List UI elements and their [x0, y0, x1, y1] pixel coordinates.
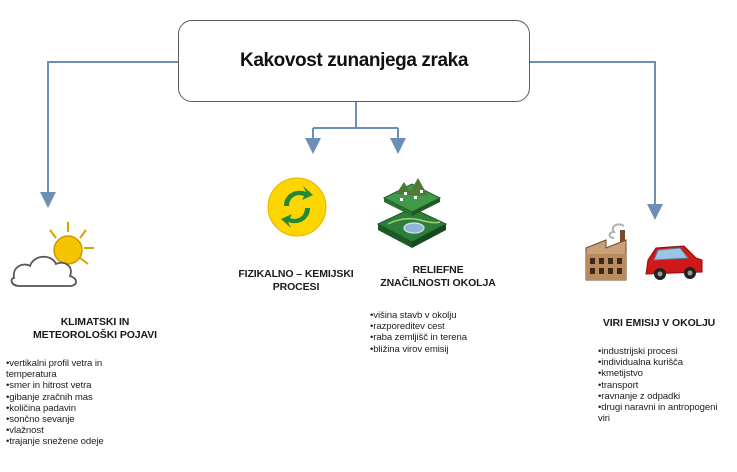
list-emissions: industrijski procesi individualna kurišč… — [598, 346, 718, 424]
list-item: gibanje zračnih mas — [6, 392, 138, 403]
list-item: smer in hitrost vetra — [6, 380, 138, 391]
list-item: količina padavin — [6, 403, 138, 414]
heading-line: KLIMATSKI IN — [60, 316, 130, 328]
list-climate: vertikalni profil vetra in temperatura s… — [6, 358, 138, 448]
heading-emissions: VIRI EMISIJ V OKOLJU — [584, 317, 734, 330]
sun-behind-cloud-icon — [10, 222, 94, 287]
list-item: bližina virov emisij — [370, 344, 520, 355]
list-item: razporeditev cest — [370, 321, 520, 332]
list-item: kmetijstvo — [598, 368, 718, 379]
terrain-map-icon — [376, 178, 448, 248]
connector-right — [530, 61, 663, 220]
list-item: vertikalni profil vetra in temperatura — [6, 358, 138, 380]
heading-line: VIRI EMISIJ V OKOLJU — [602, 317, 716, 329]
recycle-dot-icon — [267, 177, 327, 237]
list-item: vlažnost — [6, 425, 138, 436]
heading-physchem: FIZIKALNO – KEMIJSKI PROCESI — [208, 268, 384, 294]
list-item: transport — [598, 380, 718, 391]
list-item: trajanje snežene odeje — [6, 436, 138, 447]
list-item: raba zemljišč in terena — [370, 332, 520, 343]
heading-line: FIZIKALNO – KEMIJSKI — [238, 268, 354, 280]
factory-and-car-icon — [585, 223, 703, 281]
list-item: sončno sevanje — [6, 414, 138, 425]
list-relief: višina stavb v okolju razporeditev cest … — [370, 310, 520, 355]
diagram-title: Kakovost zunanjega zraka — [240, 50, 468, 71]
heading-relief: RELIEFNE ZNAČILNOSTI OKOLJA — [356, 264, 520, 290]
list-item: individualna kurišča — [598, 357, 718, 368]
heading-line: METEOROLOŠKI POJAVI — [33, 329, 157, 341]
list-item: drugi naravni in antropogeni viri — [598, 402, 718, 424]
heading-climate: KLIMATSKI IN METEOROLOŠKI POJAVI — [6, 316, 184, 342]
heading-line: RELIEFNE — [412, 264, 464, 276]
list-item: višina stavb v okolju — [370, 310, 520, 321]
heading-line: PROCESI — [272, 281, 320, 293]
list-item: industrijski procesi — [598, 346, 718, 357]
connector-left — [40, 61, 178, 208]
title-box: Kakovost zunanjega zraka — [178, 20, 530, 102]
list-item: ravnanje z odpadki — [598, 391, 718, 402]
heading-line: ZNAČILNOSTI OKOLJA — [380, 277, 496, 289]
